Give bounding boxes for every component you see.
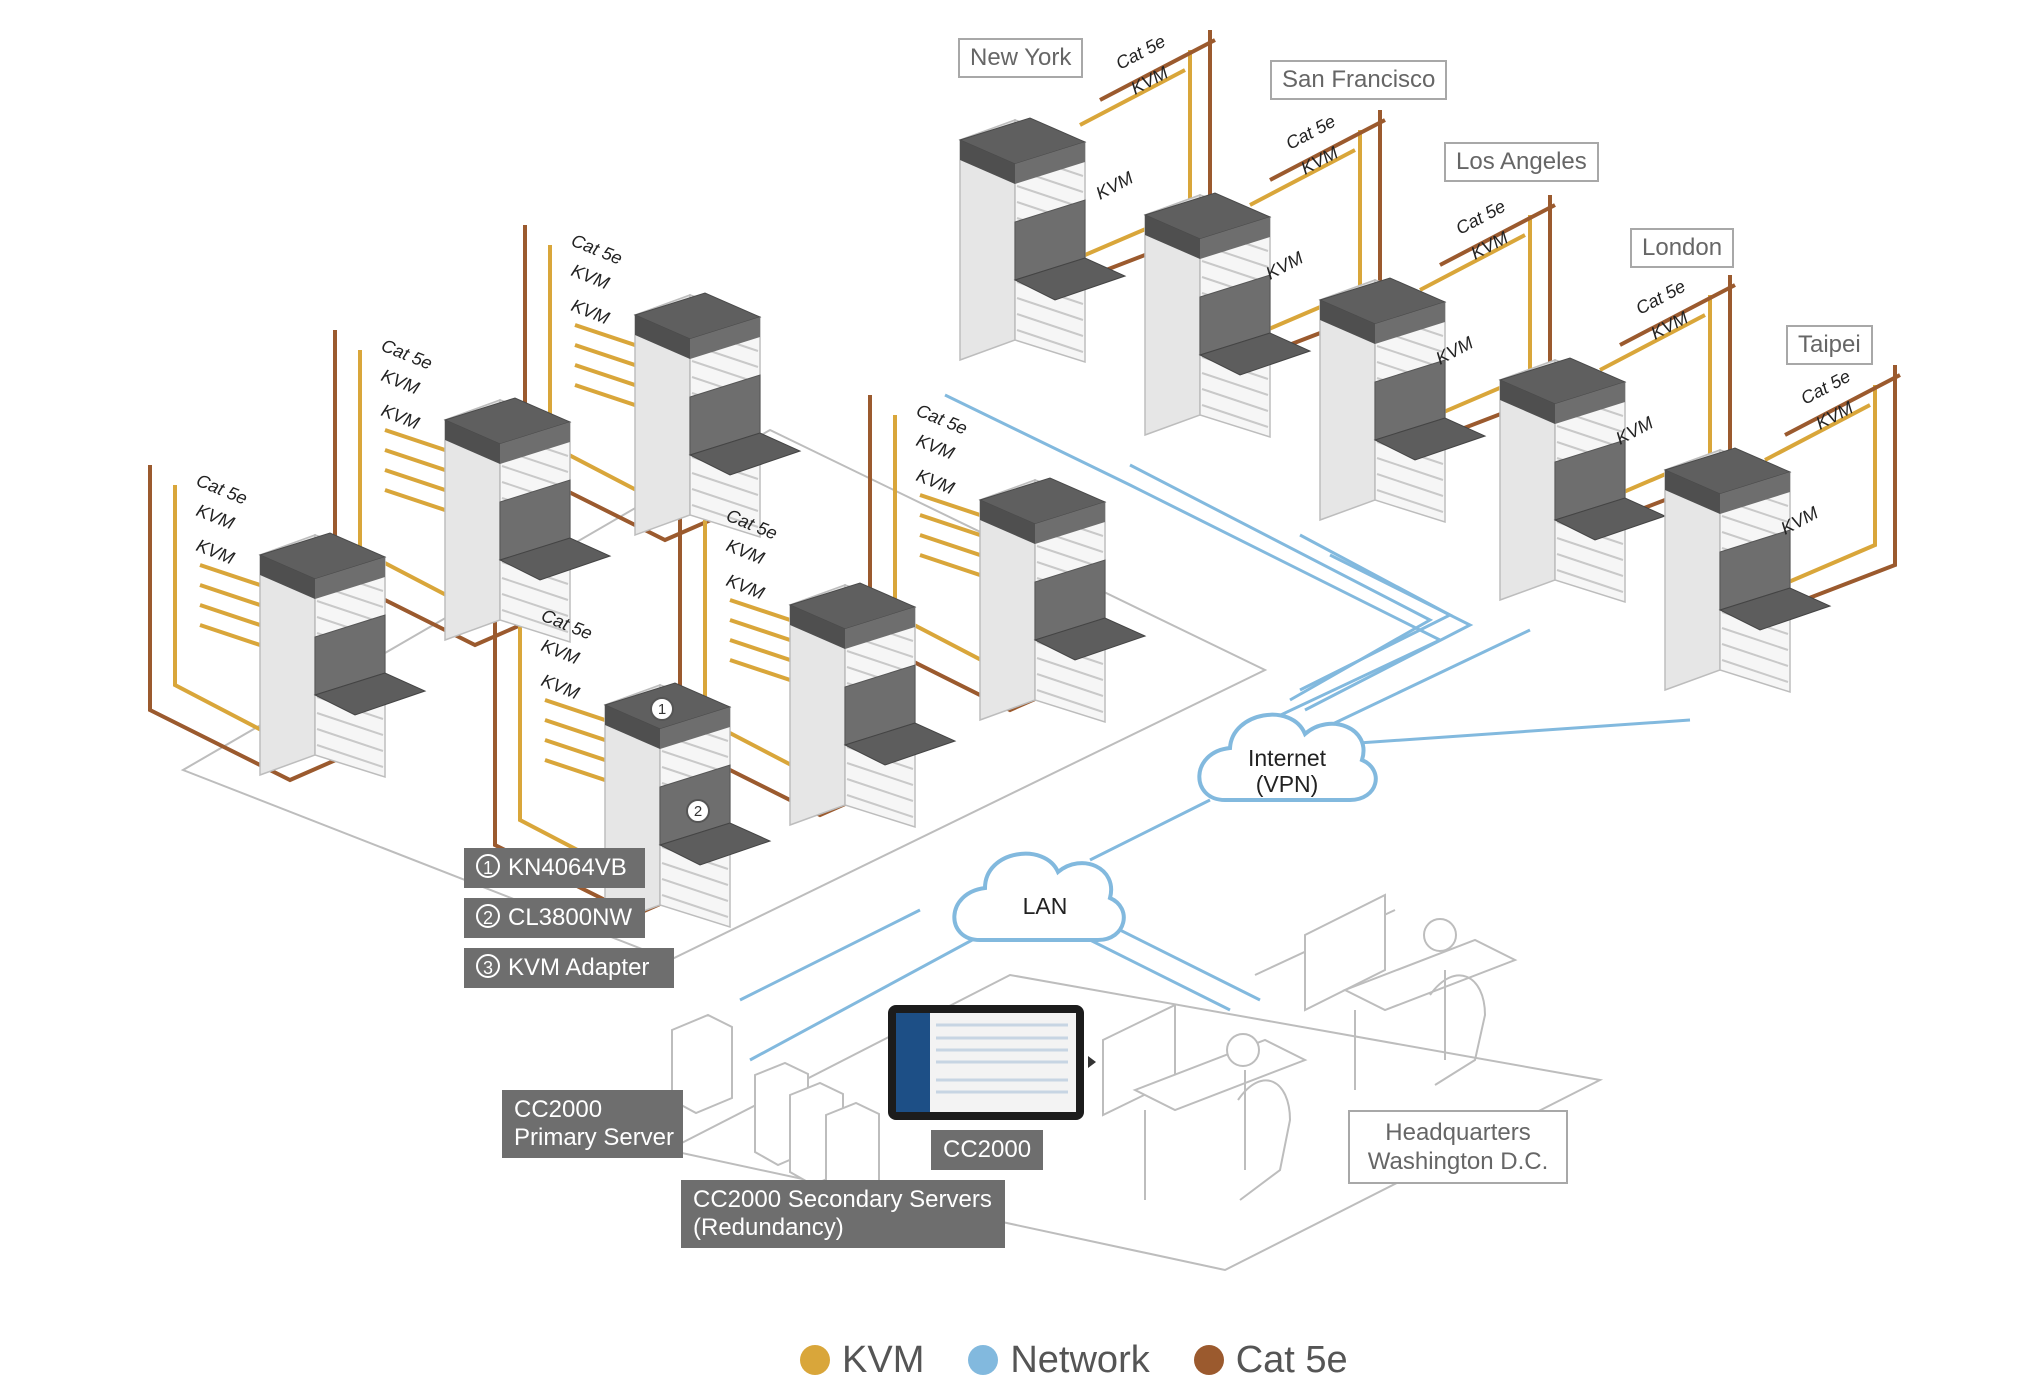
internet-cloud-label: Internet (VPN) bbox=[1222, 745, 1352, 797]
server-rack bbox=[444, 397, 611, 643]
kvm-cable-label: KVM bbox=[724, 535, 768, 568]
site-label-london: London bbox=[1630, 228, 1735, 268]
rack-taipei bbox=[1664, 447, 1831, 693]
kvm-cable-label: KVM bbox=[914, 430, 958, 463]
kvm-cable-label: KVM bbox=[569, 260, 613, 293]
server-rack bbox=[789, 582, 956, 828]
site-label-taipei: Taipei bbox=[1786, 325, 1873, 365]
rack-london bbox=[1499, 357, 1666, 603]
kvm-cable-label: KVM bbox=[1092, 168, 1136, 204]
component-name: CL3800NW bbox=[508, 904, 633, 931]
kvm-cable-label: KVM bbox=[1467, 228, 1511, 264]
secondary-servers-label: CC2000 Secondary Servers (Redundancy) bbox=[681, 1180, 1005, 1248]
primary-server-line2: Primary Server bbox=[514, 1124, 675, 1151]
component-kvm-adapter: 3 KVM Adapter bbox=[464, 948, 674, 988]
legend-label: KVM bbox=[842, 1338, 925, 1381]
component-name: KVM Adapter bbox=[508, 954, 650, 981]
legend-label: Cat 5e bbox=[1235, 1338, 1348, 1381]
rack-los-angeles bbox=[1319, 277, 1486, 523]
svg-text:1: 1 bbox=[658, 701, 666, 718]
headquarters-label: Headquarters Washington D.C. bbox=[1348, 1110, 1568, 1184]
primary-server-label: CC2000 Primary Server bbox=[502, 1090, 683, 1158]
legend: KVM Network Cat 5e bbox=[800, 1335, 1392, 1385]
server-rack-kn4064vb bbox=[604, 682, 771, 928]
component-kn4064vb: 1 KN4064VB bbox=[464, 848, 645, 888]
component-number: 2 bbox=[476, 904, 500, 928]
kvm-cable-label: KVM bbox=[539, 670, 583, 703]
kvm-cable-label: KVM bbox=[539, 635, 583, 668]
cc2000-label: CC2000 bbox=[931, 1130, 1044, 1170]
internet-line2: (VPN) bbox=[1255, 771, 1319, 797]
site-label-san-francisco: San Francisco bbox=[1270, 60, 1448, 100]
kvm-dot-icon bbox=[800, 1345, 830, 1375]
kvm-cable-label: KVM bbox=[569, 295, 613, 328]
internet-line1: Internet bbox=[1248, 745, 1326, 771]
component-number: 3 bbox=[476, 954, 500, 978]
primary-server-line1: CC2000 bbox=[514, 1096, 603, 1123]
kvm-cable-label: KVM bbox=[194, 535, 238, 568]
lan-cloud-label: LAN bbox=[1022, 893, 1068, 919]
kvm-cable-label: KVM bbox=[1127, 63, 1171, 99]
kvm-cable-label: KVM bbox=[914, 465, 958, 498]
kvm-cable-label: KVM bbox=[379, 400, 423, 433]
kvm-cable-label: KVM bbox=[1647, 308, 1691, 344]
rack-san-francisco bbox=[1144, 192, 1311, 438]
svg-text:2: 2 bbox=[694, 803, 702, 820]
kvm-cable-label: KVM bbox=[1812, 398, 1856, 434]
component-name: KN4064VB bbox=[508, 854, 627, 881]
site-label-los-angeles: Los Angeles bbox=[1444, 142, 1599, 182]
legend-item-cat5e: Cat 5e bbox=[1193, 1338, 1348, 1382]
rack-new-york bbox=[959, 117, 1126, 363]
kvm-cable-label: KVM bbox=[379, 365, 423, 398]
kvm-cable-label: KVM bbox=[194, 500, 238, 533]
component-number: 1 bbox=[476, 854, 500, 878]
kvm-cable-label: KVM bbox=[1297, 143, 1341, 179]
site-label-new-york: New York bbox=[958, 38, 1084, 78]
cat5e-dot-icon bbox=[1193, 1345, 1224, 1375]
hq-line2: Washington D.C. bbox=[1367, 1148, 1549, 1175]
component-cl3800nw: 2 CL3800NW bbox=[464, 898, 645, 938]
hq-line1: Headquarters bbox=[1385, 1119, 1531, 1146]
secondary-servers-line1: CC2000 Secondary Servers bbox=[693, 1186, 992, 1213]
legend-item-kvm: KVM bbox=[800, 1339, 924, 1382]
server-rack bbox=[634, 292, 801, 538]
legend-item-network: Network bbox=[968, 1338, 1150, 1382]
secondary-servers-line2: (Redundancy) bbox=[693, 1214, 844, 1241]
legend-label: Network bbox=[1010, 1338, 1150, 1381]
kvm-cable-label: KVM bbox=[724, 570, 768, 603]
network-dot-icon bbox=[968, 1345, 999, 1375]
